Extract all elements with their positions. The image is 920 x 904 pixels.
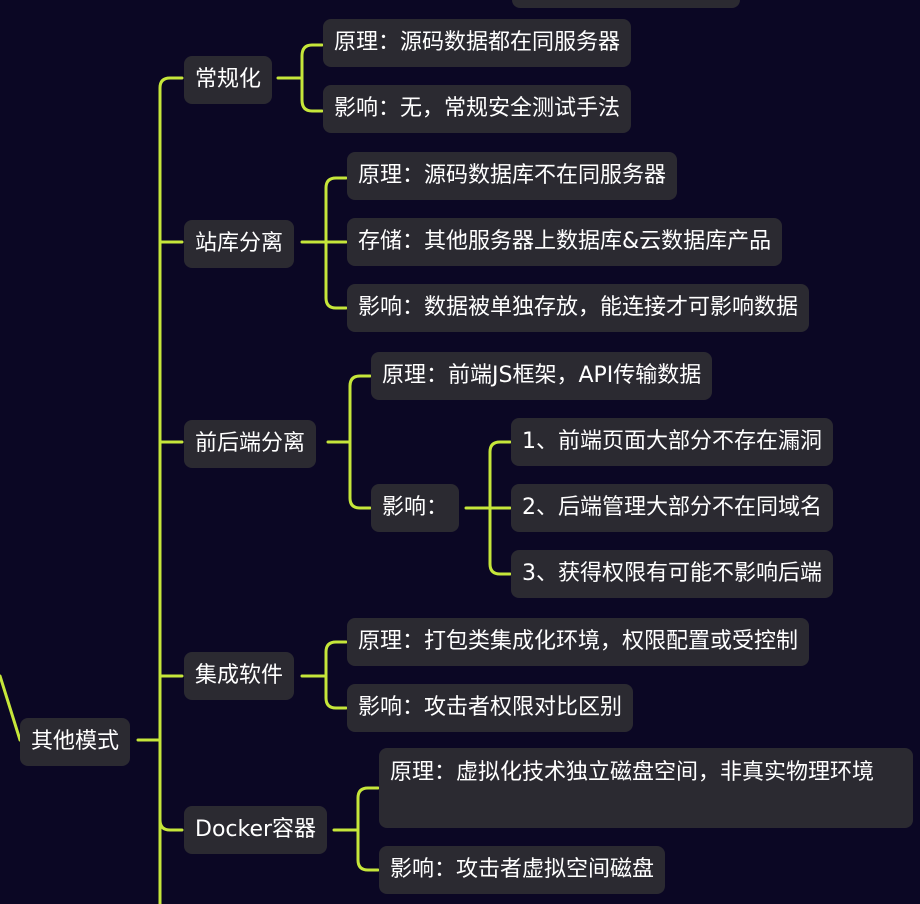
leaf-label: 原理：虚拟化技术独立磁盘空间，非真实物理环境: [390, 760, 875, 785]
leaf-node[interactable]: 1、前端页面大部分不存在漏洞: [511, 418, 833, 466]
leaf-node[interactable]: 2、后端管理大部分不在同域名: [511, 484, 833, 532]
branch-label: Docker容器: [195, 817, 317, 842]
connector-branch-4: [158, 818, 184, 832]
subbranch-node-yingxiang[interactable]: 影响：: [371, 484, 460, 532]
leaf-node[interactable]: 影响：攻击者权限对比区别: [347, 684, 634, 732]
branch-label: 常规化: [195, 67, 262, 92]
branch-node-jicheng[interactable]: 集成软件: [184, 652, 295, 700]
leaf-label: 2、后端管理大部分不在同域名: [522, 495, 822, 520]
leaf-label: 影响：攻击者权限对比区别: [358, 695, 623, 720]
leaf-node[interactable]: 原理：虚拟化技术独立磁盘空间，非真实物理环境: [379, 748, 913, 828]
leaf-label: 1、前端页面大部分不存在漏洞: [522, 429, 822, 454]
connector-qianhou: [326, 374, 372, 510]
leaf-node[interactable]: 存储：其他服务器上数据库&云数据库产品: [347, 218, 783, 266]
leaf-label: 原理：源码数据都在同服务器: [334, 30, 621, 55]
connector-jicheng: [300, 640, 348, 710]
connector-yingxiang: [464, 440, 512, 576]
connector-docker: [332, 786, 380, 872]
branch-label: 集成软件: [195, 663, 284, 688]
leaf-label: 影响：无，常规安全测试手法: [334, 96, 621, 121]
root-label: 其他模式: [31, 729, 120, 754]
leaf-node[interactable]: 原理：打包类集成化环境，权限配置或受控制: [347, 618, 810, 666]
connector-changgui: [276, 43, 324, 113]
leaf-label: 存储：其他服务器上数据库&云数据库产品: [358, 229, 772, 254]
branch-label: 前后端分离: [195, 431, 306, 456]
branch-label: 站库分离: [195, 231, 284, 256]
leaf-node[interactable]: 影响：攻击者虚拟空间磁盘: [379, 846, 666, 894]
subbranch-label: 影响：: [382, 495, 449, 520]
leaf-node[interactable]: 影响：无，常规安全测试手法: [323, 85, 632, 133]
offscreen-node-partial: [512, 0, 740, 8]
branch-node-changgui[interactable]: 常规化: [184, 56, 273, 104]
branch-node-qianhou[interactable]: 前后端分离: [184, 420, 317, 468]
leaf-label: 原理：前端JS框架，API传输数据: [382, 363, 702, 388]
connector-offscreen: [0, 674, 22, 742]
leaf-label: 原理：打包类集成化环境，权限配置或受控制: [358, 629, 799, 654]
connector-root-trunk: [136, 76, 184, 904]
branch-node-docker[interactable]: Docker容器: [184, 806, 328, 854]
leaf-node[interactable]: 原理：源码数据都在同服务器: [323, 19, 632, 67]
leaf-node[interactable]: 3、获得权限有可能不影响后端: [511, 550, 833, 598]
leaf-node[interactable]: 原理：前端JS框架，API传输数据: [371, 352, 713, 400]
leaf-label: 原理：源码数据库不在同服务器: [358, 163, 667, 188]
leaf-label: 3、获得权限有可能不影响后端: [522, 561, 822, 586]
branch-node-zhanku[interactable]: 站库分离: [184, 220, 295, 268]
leaf-label: 影响：数据被单独存放，能连接才可影响数据: [358, 295, 799, 320]
root-node[interactable]: 其他模式: [20, 718, 131, 766]
connector-zhanku: [300, 176, 348, 310]
leaf-node[interactable]: 影响：数据被单独存放，能连接才可影响数据: [347, 284, 810, 332]
leaf-label: 影响：攻击者虚拟空间磁盘: [390, 857, 655, 882]
leaf-node[interactable]: 原理：源码数据库不在同服务器: [347, 152, 678, 200]
